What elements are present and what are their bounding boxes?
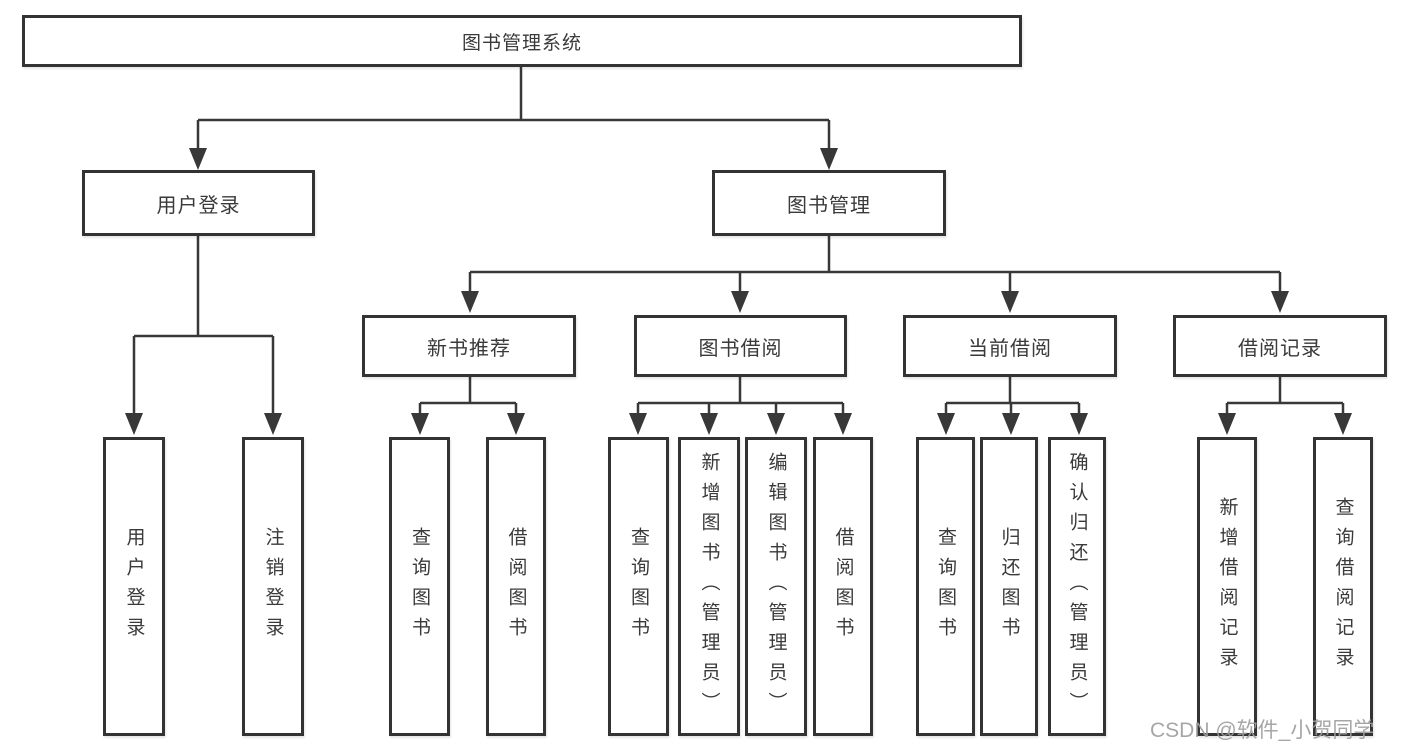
leaf-label: 注销登录	[262, 526, 284, 647]
node-book-borrowing: 图书借阅	[634, 315, 847, 377]
leaf-label: 查询图书	[628, 526, 649, 647]
node-label: 当前借阅	[968, 337, 1052, 360]
leaf-label: 归还图书	[998, 526, 1020, 647]
node-borrowing-records: 借阅记录	[1173, 315, 1387, 377]
leaf-add-book-admin: 新增图书（管理员）	[678, 437, 740, 736]
leaf-label: 借阅图书	[505, 526, 527, 647]
leaf-label: 确认归还（管理员）	[1066, 451, 1088, 722]
leaf-user-login: 用户登录	[103, 437, 165, 736]
node-label: 图书借阅	[698, 337, 783, 360]
leaf-label: 查询借阅记录	[1332, 496, 1354, 677]
node-new-book-recommend: 新书推荐	[362, 315, 576, 377]
leaf-borrow-books-recommend: 借阅图书	[486, 437, 546, 736]
node-label: 用户登录	[156, 194, 241, 217]
leaf-label: 查询图书	[409, 526, 430, 647]
leaf-label: 查询图书	[935, 526, 956, 647]
leaf-borrow-books: 借阅图书	[813, 437, 873, 736]
node-user-login: 用户登录	[82, 170, 315, 236]
leaf-label: 新增借阅记录	[1216, 496, 1238, 677]
leaf-label: 借阅图书	[832, 526, 854, 647]
leaf-return-book: 归还图书	[980, 437, 1038, 736]
leaf-label: 新增图书（管理员）	[698, 451, 720, 722]
leaf-label: 用户登录	[123, 526, 145, 647]
node-label: 图书管理	[787, 194, 871, 217]
leaf-edit-book-admin: 编辑图书（管理员）	[745, 437, 807, 736]
leaf-query-books-current: 查询图书	[916, 437, 975, 736]
node-library-system: 图书管理系统	[22, 15, 1022, 67]
node-label: 图书管理系统	[461, 32, 582, 54]
node-book-management: 图书管理	[712, 170, 946, 236]
leaf-query-borrow-record: 查询借阅记录	[1313, 437, 1373, 736]
leaf-label: 编辑图书（管理员）	[765, 451, 787, 722]
leaf-add-borrow-record: 新增借阅记录	[1197, 437, 1257, 736]
leaf-query-books-borrowing: 查询图书	[608, 437, 669, 736]
leaf-logout: 注销登录	[242, 437, 304, 736]
node-label: 新书推荐	[427, 337, 511, 360]
leaf-query-books-recommend: 查询图书	[389, 437, 450, 736]
node-current-borrowing: 当前借阅	[903, 315, 1117, 377]
node-label: 借阅记录	[1238, 337, 1322, 360]
leaf-confirm-return-admin: 确认归还（管理员）	[1048, 437, 1106, 736]
arrowheads	[125, 148, 1352, 435]
